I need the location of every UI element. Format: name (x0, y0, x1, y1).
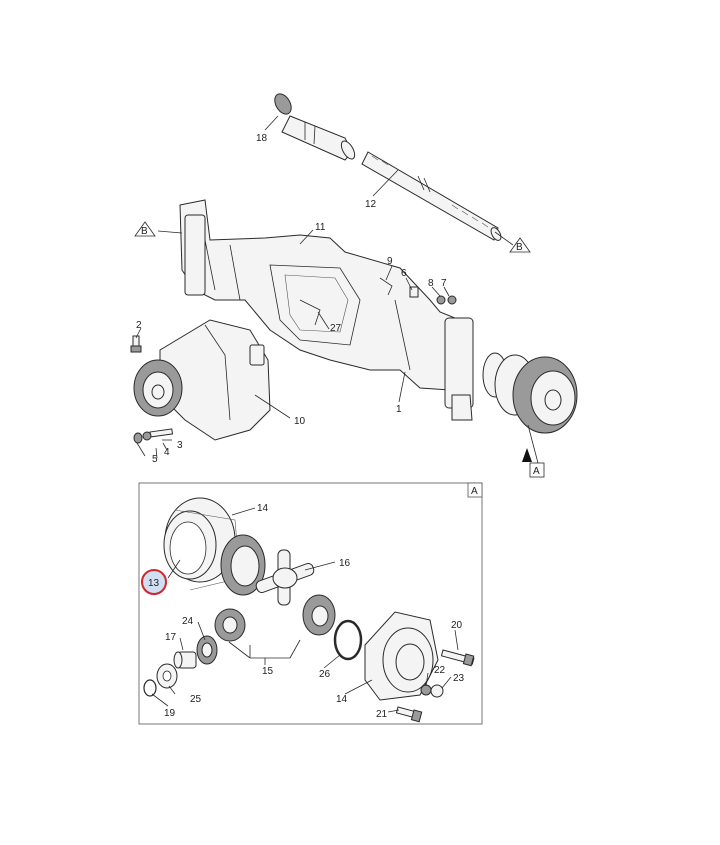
ref-b-left-label: B (141, 226, 148, 237)
callout-1: 1 (396, 404, 402, 415)
ref-b-right-label: B (516, 242, 523, 253)
shaft-18 (274, 93, 356, 161)
callout-12: 12 (365, 199, 377, 210)
side-gear (302, 594, 336, 636)
pinion-gear (214, 608, 246, 642)
callout-25: 25 (190, 694, 202, 705)
wheel-hub (482, 352, 578, 434)
leader-lines-detail (151, 507, 459, 713)
callout-4: 4 (164, 447, 170, 458)
callout-16: 16 (339, 558, 351, 569)
ring-19 (143, 679, 157, 697)
callout-11: 11 (315, 222, 326, 233)
callout-21: 21 (376, 709, 388, 720)
callout-6: 6 (401, 268, 407, 279)
callout-19: 19 (164, 708, 176, 719)
bolt-21 (395, 706, 423, 723)
callout-15: 15 (262, 666, 274, 677)
spider-cross-16 (255, 549, 315, 606)
bolt-20 (440, 649, 475, 667)
callout-5: 5 (152, 454, 158, 465)
callout-18: 18 (256, 133, 268, 144)
ref-marker-b-right (509, 237, 531, 253)
leader-lines-upper (135, 115, 539, 464)
callout-20: 20 (451, 620, 463, 631)
callout-2: 2 (136, 320, 142, 331)
callout-26: 26 (319, 669, 331, 680)
washer-23 (430, 684, 444, 698)
callout-27: 27 (330, 323, 342, 334)
shaft-12 (361, 151, 502, 241)
nut-22 (420, 684, 432, 696)
callout-labels: 18 12 11 9 6 8 7 27 1 10 2 3 4 5 B B A A… (136, 133, 540, 720)
ref-a-detail-label: A (471, 486, 478, 497)
callout-7: 7 (441, 278, 447, 289)
highlight-ring-13[interactable] (141, 569, 167, 595)
bushing-17 (173, 651, 197, 669)
ref-marker-a-pointer (522, 448, 545, 478)
callout-3: 3 (177, 440, 183, 451)
callout-23: 23 (453, 673, 465, 684)
differential-carrier-10 (133, 319, 271, 441)
thrust-washer-26 (333, 619, 363, 661)
callout-14-bottom: 14 (336, 694, 348, 705)
callout-10: 10 (294, 416, 306, 427)
callout-8: 8 (428, 278, 434, 289)
ref-marker-b-left (134, 221, 156, 237)
diff-housing-right (364, 611, 439, 701)
small-fasteners (130, 277, 457, 444)
detail-box (138, 482, 483, 725)
ring-gear (220, 534, 266, 596)
callout-17: 17 (165, 632, 177, 643)
callout-9: 9 (387, 256, 393, 267)
axle-housing (179, 199, 474, 421)
detail-box-tag (467, 482, 483, 498)
callout-14-top: 14 (257, 503, 269, 514)
gear-24 (196, 635, 218, 665)
washer-25 (156, 663, 178, 689)
callout-22: 22 (434, 665, 446, 676)
ref-a-pointer-label: A (533, 466, 540, 477)
callout-13-highlighted: 13 (148, 578, 160, 589)
callout-24: 24 (182, 616, 194, 627)
